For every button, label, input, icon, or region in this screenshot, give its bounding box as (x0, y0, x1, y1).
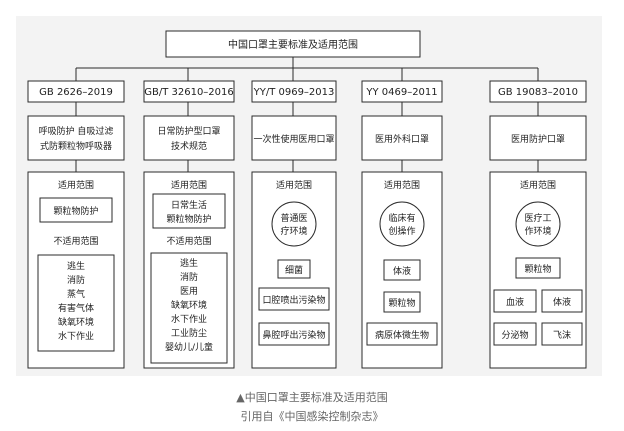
environment-label: 临床有 (388, 212, 415, 224)
protection-item: 血液 (506, 296, 524, 308)
not-applicable-item: 医用 (180, 286, 198, 297)
protection-item: 鼻腔呼出污染物 (262, 329, 325, 341)
scope-label: 适用范围 (58, 179, 94, 191)
not-applicable-item: 工业防尘 (171, 327, 207, 339)
environment-label: 作环境 (524, 225, 551, 237)
not-applicable-item: 消防 (67, 274, 85, 286)
protection-item: 口腔喷出污染物 (262, 294, 325, 306)
not-applicable-item: 逃生 (180, 257, 198, 269)
not-applicable-item: 婴幼儿/儿童 (165, 341, 213, 353)
not-applicable-item: 水下作业 (58, 330, 94, 342)
not-applicable-item: 逃生 (67, 260, 85, 272)
environment-label: 普通医 (280, 212, 307, 224)
standards-diagram: 中国口罩主要标准及适用范围 GB 2626–2019 GB/T 32610–20… (27, 30, 587, 369)
connectors (75, 57, 539, 172)
scope-panel-gb19083: 适用范围 医疗工 作环境 颗粒物 血液 体液 分泌物 飞沫 (489, 171, 587, 369)
title-node: 中国口罩主要标准及适用范围 (165, 30, 421, 58)
standard-code: GB 2626–2019 (39, 87, 113, 98)
applicable-item: 颗粒物防护 (166, 213, 211, 225)
mask-name: 日常防护型口罩 (157, 125, 220, 137)
scope-label: 适用范围 (520, 179, 556, 191)
diagram-frame: 中国口罩主要标准及适用范围 GB 2626–2019 GB/T 32610–20… (16, 16, 602, 376)
protection-item: 细菌 (285, 264, 303, 276)
mask-name-nodes: 呼吸防护 自吸过滤 式防颗粒物呼吸器 日常防护型口罩 技术规范 一次性使用医用口… (27, 115, 587, 161)
figure-source: 引用自《中国感染控制杂志》 (240, 410, 384, 423)
scope-panel-gbt32610: 适用范围 日常生活 颗粒物防护 不适用范围 逃生 消防 医用 缺氧环境 水下作业… (143, 171, 235, 369)
not-applicable-item: 缺氧环境 (58, 316, 94, 328)
protection-item: 颗粒物 (524, 263, 551, 275)
protection-item: 病原体微生物 (375, 329, 429, 341)
standard-code: GB/T 32610–2016 (144, 87, 234, 98)
protection-item: 体液 (553, 296, 571, 308)
environment-label: 医疗工 (524, 212, 551, 224)
figure-caption: ▲中国口罩主要标准及适用范围 (236, 391, 388, 404)
scope-panel-yyt0969: 适用范围 普通医 疗环境 细菌 口腔喷出污染物 鼻腔呼出污染物 (251, 171, 337, 369)
mask-name: 医用防护口罩 (511, 133, 565, 145)
protection-item: 体液 (393, 265, 411, 277)
mask-name: 一次性使用医用口罩 (253, 133, 334, 145)
environment-label: 创操作 (388, 225, 415, 237)
not-scope-label: 不适用范围 (53, 235, 98, 247)
not-applicable-item: 水下作业 (171, 313, 207, 325)
scope-panel-gb2626: 适用范围 颗粒物防护 不适用范围 逃生 消防 蒸气 有害气体 缺氧环境 水下作业 (27, 171, 125, 369)
protection-item: 颗粒物 (388, 297, 415, 309)
diagram-title: 中国口罩主要标准及适用范围 (228, 38, 358, 51)
environment-label: 疗环境 (280, 225, 307, 237)
standard-nodes: GB 2626–2019 GB/T 32610–2016 YY/T 0969–2… (27, 80, 587, 103)
mask-name: 医用外科口罩 (375, 133, 429, 145)
not-applicable-item: 有害气体 (58, 302, 94, 314)
not-scope-label: 不适用范围 (166, 235, 211, 247)
protection-item: 分泌物 (501, 329, 528, 341)
standard-code: GB 19083–2010 (498, 87, 578, 98)
scope-panel-yy0469: 适用范围 临床有 创操作 体液 颗粒物 病原体微生物 (361, 171, 443, 369)
mask-name: 技术规范 (171, 140, 207, 152)
mask-name: 式防颗粒物呼吸器 (40, 140, 112, 152)
not-applicable-item: 缺氧环境 (171, 299, 207, 311)
standard-code: YY/T 0969–2013 (253, 87, 335, 98)
not-applicable-item: 蒸气 (67, 288, 85, 300)
not-applicable-item: 消防 (180, 271, 198, 283)
scope-label: 适用范围 (384, 179, 420, 191)
standard-code: YY 0469–2011 (365, 87, 437, 98)
applicable-item: 颗粒物防护 (53, 205, 98, 217)
scope-label: 适用范围 (171, 179, 207, 191)
applicable-item: 日常生活 (171, 199, 207, 211)
mask-name: 呼吸防护 自吸过滤 (39, 125, 114, 137)
scope-label: 适用范围 (276, 179, 312, 191)
protection-item: 飞沫 (553, 329, 571, 341)
